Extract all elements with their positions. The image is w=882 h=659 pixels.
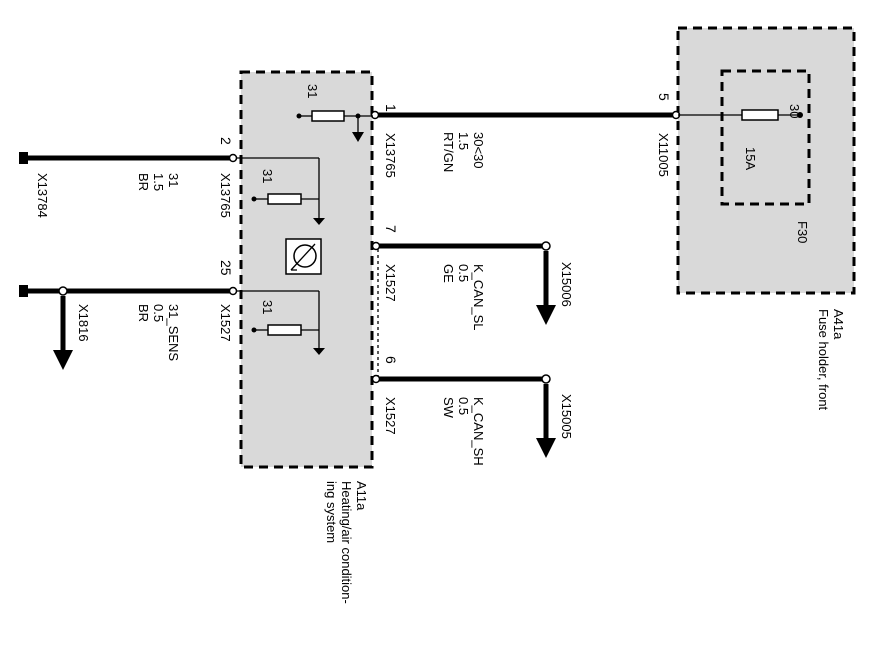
hvac-module-name-line2: ing system bbox=[324, 481, 339, 543]
wire-6-color: SW bbox=[441, 397, 456, 419]
wire-2-signal: 31 bbox=[166, 173, 181, 187]
wire-25-signal: 31_SENS bbox=[166, 304, 181, 361]
resistor-pin-2 bbox=[236, 157, 325, 225]
pin-25-label: 25 bbox=[218, 260, 234, 276]
sensor-icon bbox=[285, 238, 322, 275]
wire-7-signal: K_CAN_SL bbox=[471, 264, 486, 330]
connector-pin-5: X11005 bbox=[656, 133, 671, 177]
fuse-holder-name: Fuse holder, front bbox=[816, 309, 831, 411]
wire-1-size: 1.5 bbox=[456, 132, 471, 150]
wire-1-signal: 30<30 bbox=[471, 132, 486, 169]
connector-pin-7: X1527 bbox=[383, 264, 398, 302]
hvac-module-id: A11a bbox=[354, 481, 369, 511]
pin-7-label: 7 bbox=[383, 225, 399, 233]
hvac-module-name-line1: Heating/air condition- bbox=[339, 481, 354, 604]
wire-6-size: 0.5 bbox=[456, 397, 471, 415]
resistor-1-label: 31 bbox=[305, 84, 320, 98]
resistor-2-label: 31 bbox=[260, 169, 275, 183]
resistor-3-label: 31 bbox=[260, 300, 275, 314]
fuse-id: F30 bbox=[795, 221, 810, 243]
pin-25-terminal bbox=[228, 286, 238, 296]
pin-1-label: 1 bbox=[383, 104, 399, 112]
splice-x15005 bbox=[541, 374, 551, 384]
fuse-terminal-label: 30 bbox=[787, 104, 802, 118]
connector-x15005: X15005 bbox=[559, 394, 574, 439]
resistor-pin-1 bbox=[296, 110, 373, 142]
fuse-holder-id: A41a bbox=[831, 309, 846, 340]
fuse-box bbox=[720, 69, 811, 206]
fuse-rating: 15A bbox=[743, 147, 758, 170]
wire-2-color: BR bbox=[136, 173, 151, 191]
splice-x15006 bbox=[541, 241, 551, 251]
wire-25-color: BR bbox=[136, 304, 151, 322]
pin-6-label: 6 bbox=[383, 356, 399, 364]
wire-25-size: 0.5 bbox=[151, 304, 166, 322]
wire-2-size: 1.5 bbox=[151, 173, 166, 191]
connector-x1816: X1816 bbox=[76, 304, 91, 342]
fuse-terminal bbox=[797, 112, 803, 118]
wire-1-color: RT/GN bbox=[441, 132, 456, 172]
connector-x1816-symbol bbox=[19, 285, 28, 297]
pin-6-terminal bbox=[371, 374, 381, 384]
connector-x13784-symbol bbox=[19, 152, 28, 164]
pin-7-terminal bbox=[371, 241, 381, 251]
fuse-symbol bbox=[741, 109, 779, 121]
pin-2-label: 2 bbox=[218, 137, 234, 145]
pin-1-terminal bbox=[370, 110, 380, 120]
fuse-holder-box bbox=[676, 26, 856, 295]
resistor-pin-25 bbox=[236, 290, 325, 355]
wire-6-signal: K_CAN_SH bbox=[471, 397, 486, 466]
connector-pin-6: X1527 bbox=[383, 397, 398, 435]
pin-2-terminal bbox=[228, 153, 238, 163]
connector-x15006: X15006 bbox=[559, 262, 574, 307]
connector-pin-2: X13765 bbox=[218, 173, 233, 218]
splice-x1816 bbox=[58, 286, 68, 296]
pin-5-label: 5 bbox=[656, 93, 672, 101]
connector-pin-25: X1527 bbox=[218, 304, 233, 342]
wire-7-color: GE bbox=[441, 264, 456, 283]
connector-x13784: X13784 bbox=[35, 173, 50, 218]
wire-7-size: 0.5 bbox=[456, 264, 471, 282]
connector-pin-1: X13765 bbox=[383, 133, 398, 178]
